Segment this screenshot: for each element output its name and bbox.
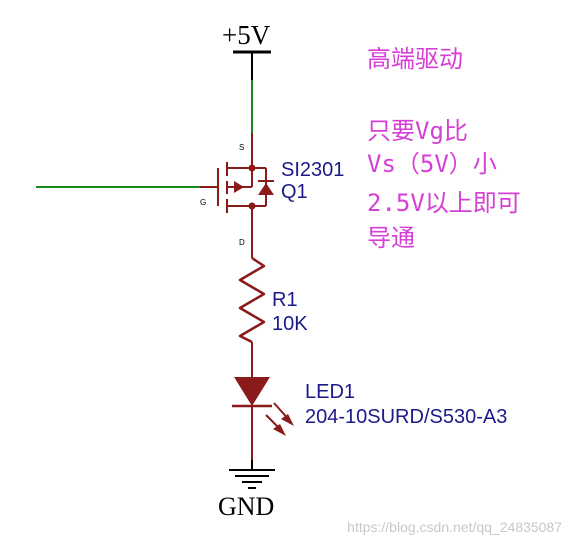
led-ref-label: LED1 (305, 381, 355, 403)
resistor-r1 (238, 256, 266, 344)
ground-symbol (229, 460, 275, 489)
annotation-line: 2.5V以上即可 (367, 189, 521, 217)
led-body (234, 377, 270, 406)
ground-label: GND (218, 492, 274, 521)
resistor-value-label: 10K (272, 313, 308, 335)
body-diode (258, 183, 274, 195)
led-part-label: 204-10SURD/S530-A3 (305, 406, 507, 428)
annotation-line: 只要Vg比 (367, 117, 468, 145)
pin-drain-label: D (239, 238, 245, 247)
mosfet-ref-label: Q1 (281, 181, 308, 203)
led-arrowhead (281, 414, 294, 426)
junction-dot (248, 164, 256, 172)
annotation-line: 导通 (367, 224, 415, 252)
power-symbol (233, 50, 271, 80)
annotation-line: Vs（5V）小 (367, 150, 497, 178)
annotation-title: 高端驱动 (367, 45, 463, 73)
power-label: +5V (222, 20, 271, 50)
watermark: https://blog.csdn.net/qq_24835087 (347, 519, 562, 535)
mosfet-arrow (234, 181, 244, 193)
pin-source-label: S (239, 143, 244, 152)
led-arrowhead (273, 424, 286, 436)
pin-gate-label: G (200, 198, 206, 207)
resistor-ref-label: R1 (272, 289, 298, 311)
mosfet-part-label: SI2301 (281, 159, 344, 181)
